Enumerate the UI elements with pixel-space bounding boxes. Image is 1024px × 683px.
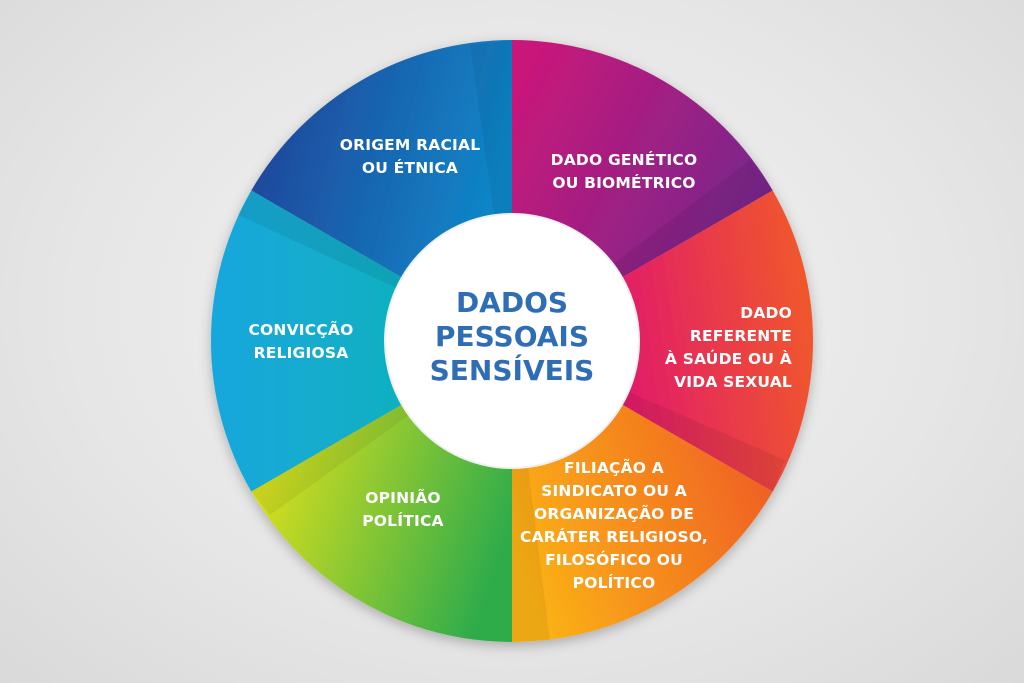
label-conviccao-religiosa: CONVICÇÃO RELIGIOSA bbox=[248, 320, 353, 362]
label-dado-saude: DADO REFERENTE À SAÚDE OU À VIDA SEXUAL bbox=[665, 304, 792, 391]
label-line: À SAÚDE OU À bbox=[665, 349, 792, 368]
segment-conviccao-religiosa bbox=[210, 190, 512, 492]
label-line: OU ÉTNICA bbox=[362, 158, 458, 177]
center-title-line: DADOS bbox=[456, 286, 568, 319]
center-circle bbox=[384, 213, 640, 469]
label-opiniao-politica: OPINIÃO POLÍTICA bbox=[362, 488, 444, 530]
label-line: DADO bbox=[740, 304, 792, 322]
label-line: VIDA SEXUAL bbox=[674, 373, 792, 391]
label-dado-genetico: DADO GENÉTICO OU BIOMÉTRICO bbox=[551, 150, 698, 192]
center-title-line: SENSÍVEIS bbox=[430, 353, 595, 387]
label-line: ORGANIZAÇÃO DE bbox=[534, 504, 694, 523]
label-line: RELIGIOSA bbox=[254, 344, 349, 362]
label-line: POLÍTICO bbox=[573, 573, 656, 592]
label-line: POLÍTICA bbox=[362, 511, 444, 530]
label-line: SINDICATO OU A bbox=[541, 482, 687, 500]
label-line: OPINIÃO bbox=[365, 488, 441, 507]
label-filiacao-sindicato: FILIAÇÃO A SINDICATO OU A ORGANIZAÇÃO DE CA… bbox=[520, 458, 708, 592]
label-line: CARÁTER RELIGIOSO, bbox=[520, 527, 708, 546]
label-line: ORIGEM RACIAL bbox=[340, 136, 481, 154]
center-title-line: PESSOAIS bbox=[435, 320, 589, 353]
label-line: FILOSÓFICO OU bbox=[545, 550, 683, 569]
label-origem-racial: ORIGEM RACIAL OU ÉTNICA bbox=[340, 136, 481, 177]
label-line: DADO GENÉTICO bbox=[551, 150, 698, 169]
label-line: REFERENTE bbox=[690, 327, 792, 345]
label-line: OU BIOMÉTRICO bbox=[552, 173, 695, 192]
segment-dado-saude bbox=[512, 190, 814, 492]
label-line: CONVICÇÃO bbox=[248, 320, 353, 339]
label-line: FILIAÇÃO A bbox=[564, 458, 664, 477]
